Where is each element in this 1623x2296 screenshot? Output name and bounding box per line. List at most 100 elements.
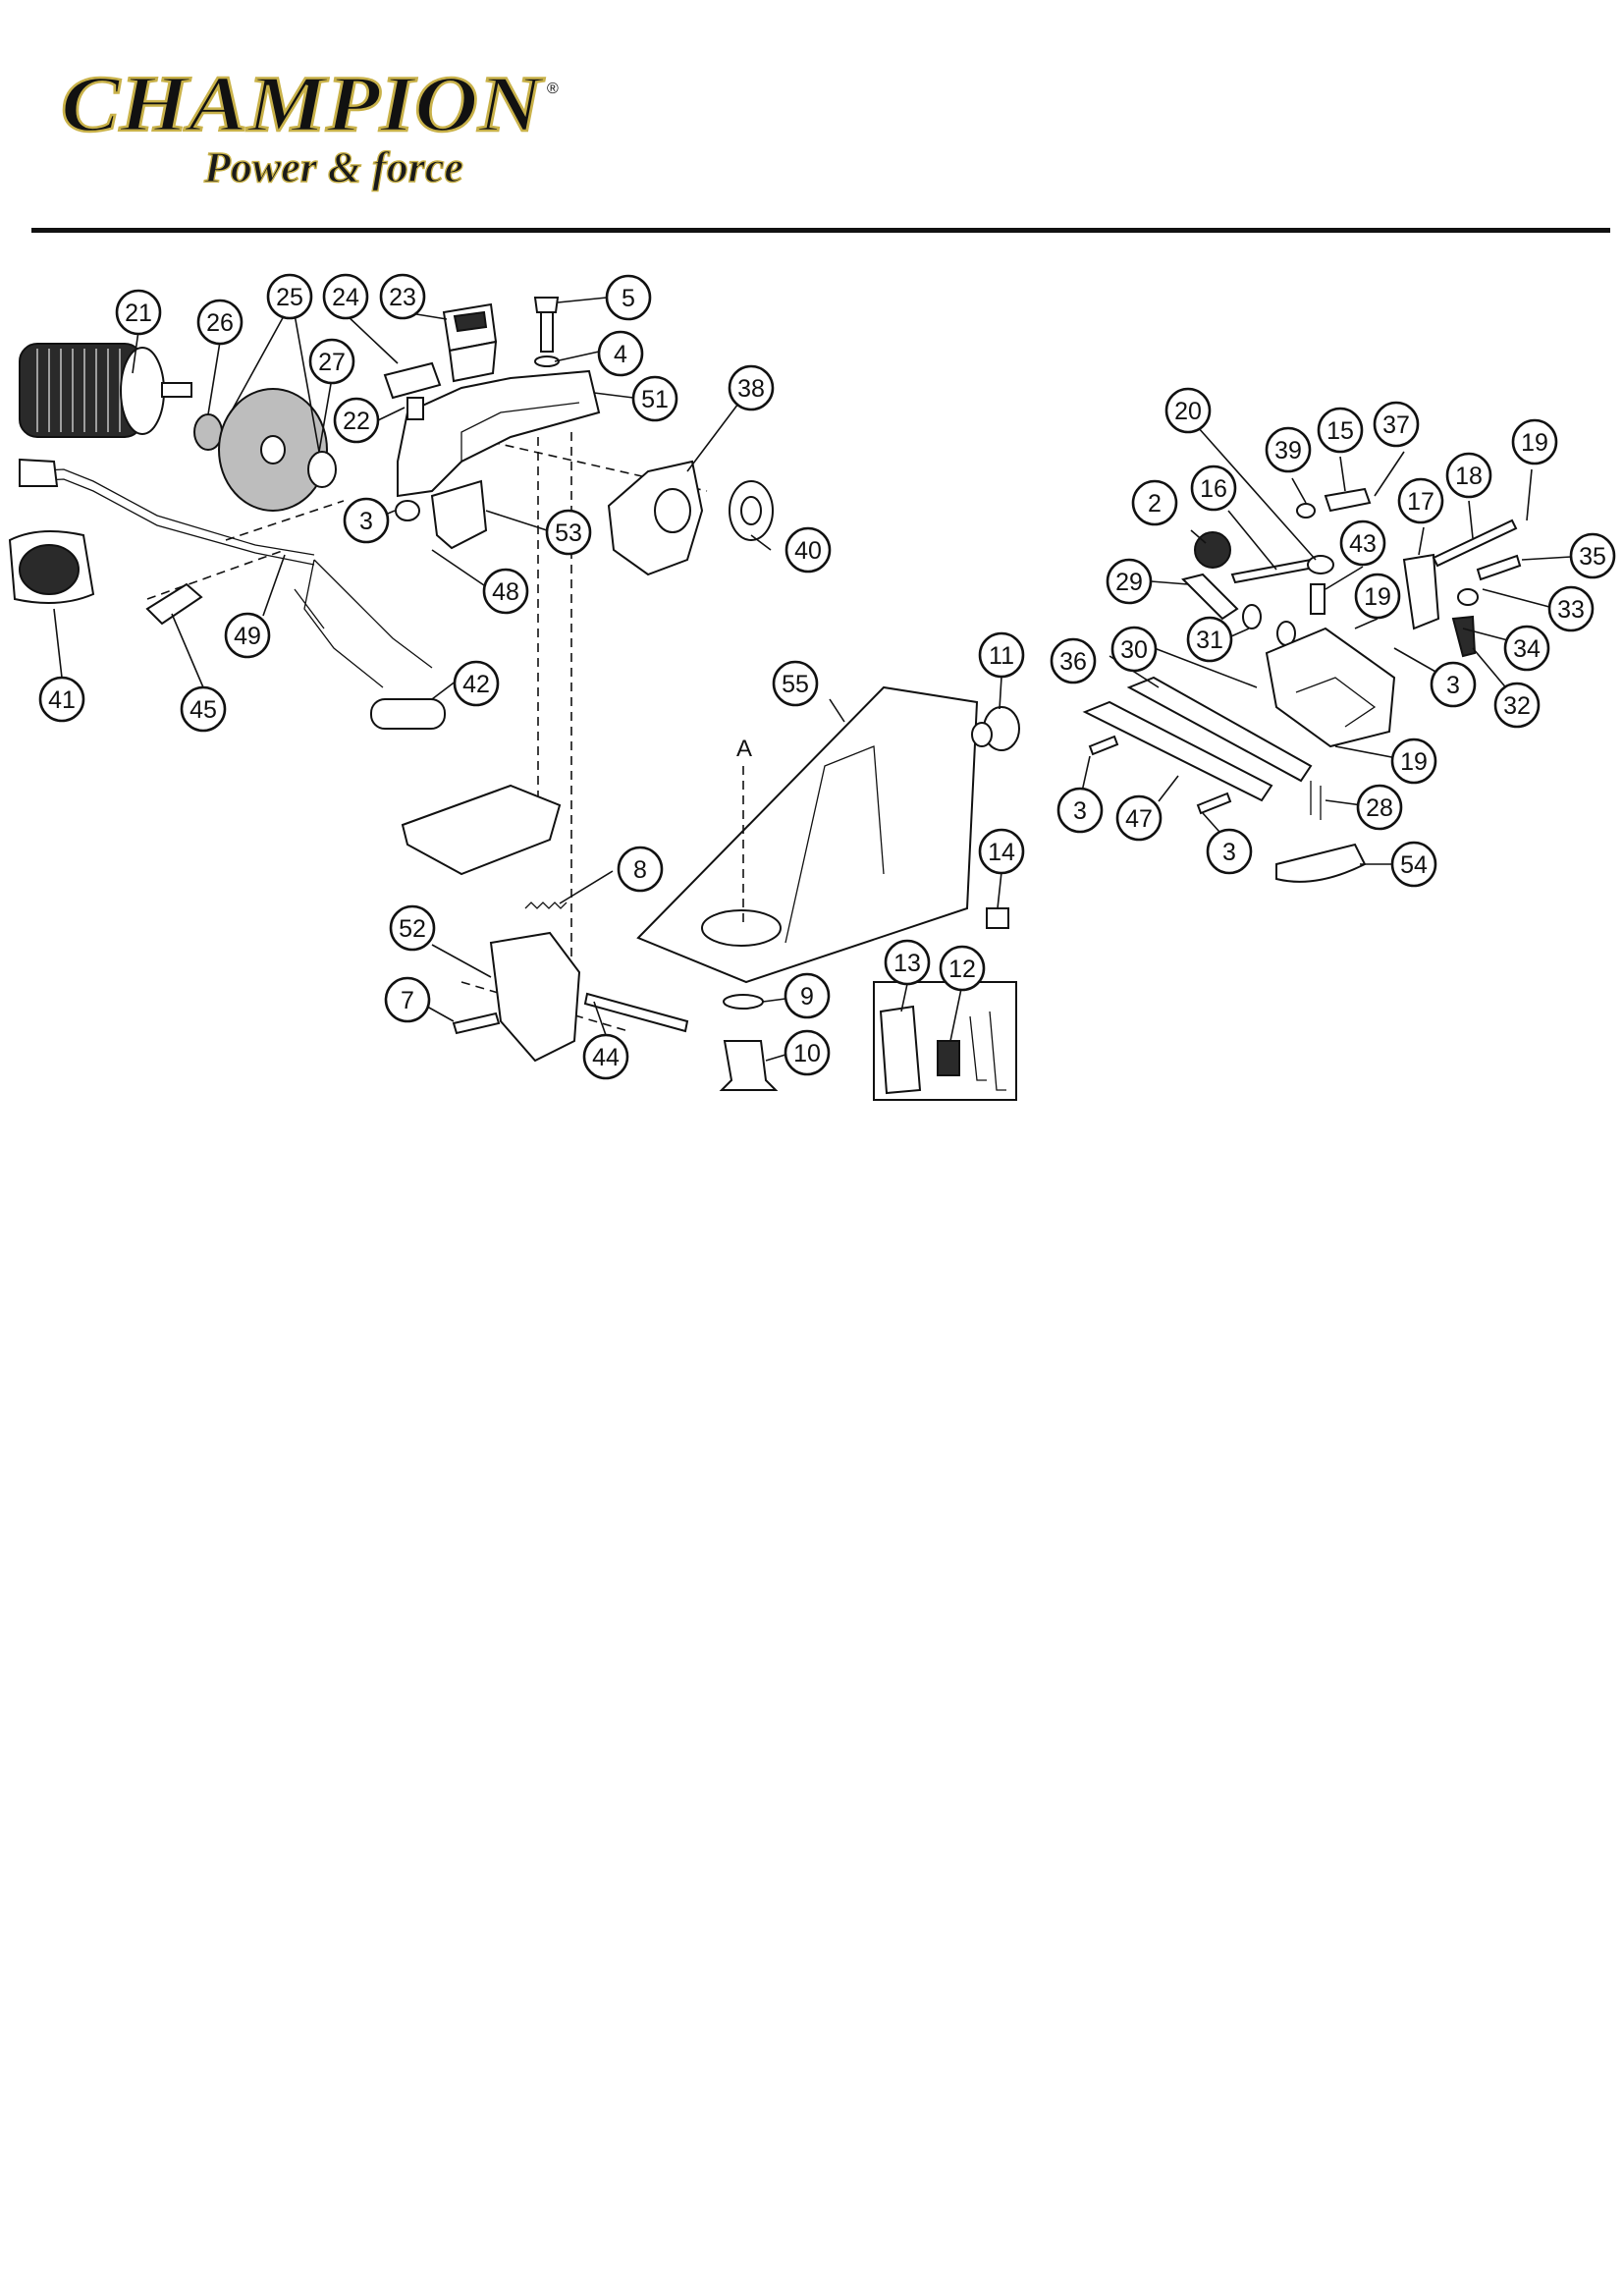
callout-13: 13 [884,939,931,986]
spring-part [406,397,424,420]
pivot-plate-part [1402,553,1440,630]
callout-19b: 19 [1354,573,1401,620]
svg-text:26: 26 [206,309,234,337]
svg-text:30: 30 [1120,636,1148,664]
sleeve-part [986,907,1009,929]
svg-text:5: 5 [622,285,635,312]
svg-text:54: 54 [1400,851,1428,879]
svg-text:15: 15 [1326,417,1354,445]
threaded-rod-part [1432,519,1518,568]
svg-text:32: 32 [1503,692,1531,720]
callout-48: 48 [482,568,529,615]
svg-text:42: 42 [462,671,490,698]
svg-text:49: 49 [234,623,261,650]
svg-text:43: 43 [1349,530,1377,558]
callout-44: 44 [582,1033,629,1080]
svg-text:37: 37 [1382,411,1410,439]
hex-key-part [969,1011,1006,1091]
brush-block-part [937,1040,960,1076]
svg-text:47: 47 [1125,805,1153,833]
gauge-card-part [879,1005,922,1095]
callout-21: 21 [115,289,162,336]
carriage-frame-part [1265,627,1396,748]
callout-40: 40 [784,526,832,574]
guide-bar-part [1082,700,1273,802]
callout-11: 11 [978,631,1025,679]
svg-text:48: 48 [492,578,519,606]
svg-text:21: 21 [125,300,152,327]
callout-7: 7 [384,976,431,1023]
logo-registered-mark: ® [547,81,559,97]
svg-text:25: 25 [276,284,303,311]
svg-text:38: 38 [737,375,765,403]
view-label-a: A [736,736,752,762]
callout-51: 51 [631,375,678,422]
callout-17: 17 [1397,477,1444,524]
strain-relief-part [145,582,203,626]
callout-19c: 19 [1390,738,1437,785]
clamp-plate-part [401,784,562,876]
callout-9: 9 [784,972,831,1019]
svg-text:22: 22 [343,408,370,435]
callout-2: 2 [1131,479,1178,526]
callout-8: 8 [617,846,664,893]
rod-head-part [1307,555,1334,574]
svg-text:17: 17 [1407,488,1434,516]
callout-14: 14 [978,828,1025,875]
svg-text:18: 18 [1455,463,1483,490]
svg-text:3: 3 [1073,797,1087,825]
base-plate-part [636,685,979,984]
pivot-pin-part [583,992,689,1033]
flange-nut-part [193,413,223,451]
header-divider [31,228,1610,233]
set-screw-part [1310,781,1322,820]
svg-text:31: 31 [1196,627,1223,654]
screw-part [1088,735,1119,756]
svg-text:20: 20 [1174,398,1202,425]
motor-part [19,343,192,438]
champion-logo: CHAMPION ® Power & force [60,58,559,192]
head-housing-part [397,369,601,498]
svg-text:23: 23 [389,284,416,311]
callout-31: 31 [1186,616,1233,663]
support-post-part [1310,583,1325,615]
assembly-guide-line [225,500,345,541]
svg-text:29: 29 [1115,569,1143,596]
return-spring-part [524,902,568,909]
svg-text:39: 39 [1274,437,1302,465]
svg-text:34: 34 [1513,635,1541,663]
bolt-part [533,297,560,367]
adjust-screw-part [1476,554,1522,581]
callout-24: 24 [322,273,369,320]
callout-3d: 3 [1206,828,1253,875]
svg-text:35: 35 [1579,543,1606,571]
svg-text:11: 11 [989,642,1014,670]
callout-55: 55 [772,660,819,707]
callout-38: 38 [728,364,775,411]
svg-text:2: 2 [1148,490,1162,518]
callout-54: 54 [1390,841,1437,888]
svg-text:27: 27 [318,349,346,376]
svg-text:45: 45 [189,696,217,724]
bracket-part [430,479,488,550]
svg-text:3: 3 [1446,672,1460,699]
svg-text:52: 52 [399,915,426,943]
callout-36: 36 [1050,637,1097,684]
adjust-knob-part [1181,573,1239,621]
svg-text:55: 55 [782,671,809,698]
callout-43: 43 [1339,519,1386,567]
callout-26: 26 [196,299,243,346]
svg-text:7: 7 [401,987,414,1014]
pivot-bracket-part [489,931,581,1063]
callout-4: 4 [597,330,644,377]
callout-3: 3 [343,497,390,544]
svg-text:51: 51 [641,386,669,413]
callout-15: 15 [1317,407,1364,454]
svg-text:16: 16 [1200,475,1227,503]
svg-text:12: 12 [948,956,976,983]
svg-text:36: 36 [1059,648,1087,676]
callout-25: 25 [266,273,313,320]
svg-text:13: 13 [893,950,921,977]
callout-53: 53 [545,509,592,556]
svg-text:19: 19 [1400,748,1428,776]
